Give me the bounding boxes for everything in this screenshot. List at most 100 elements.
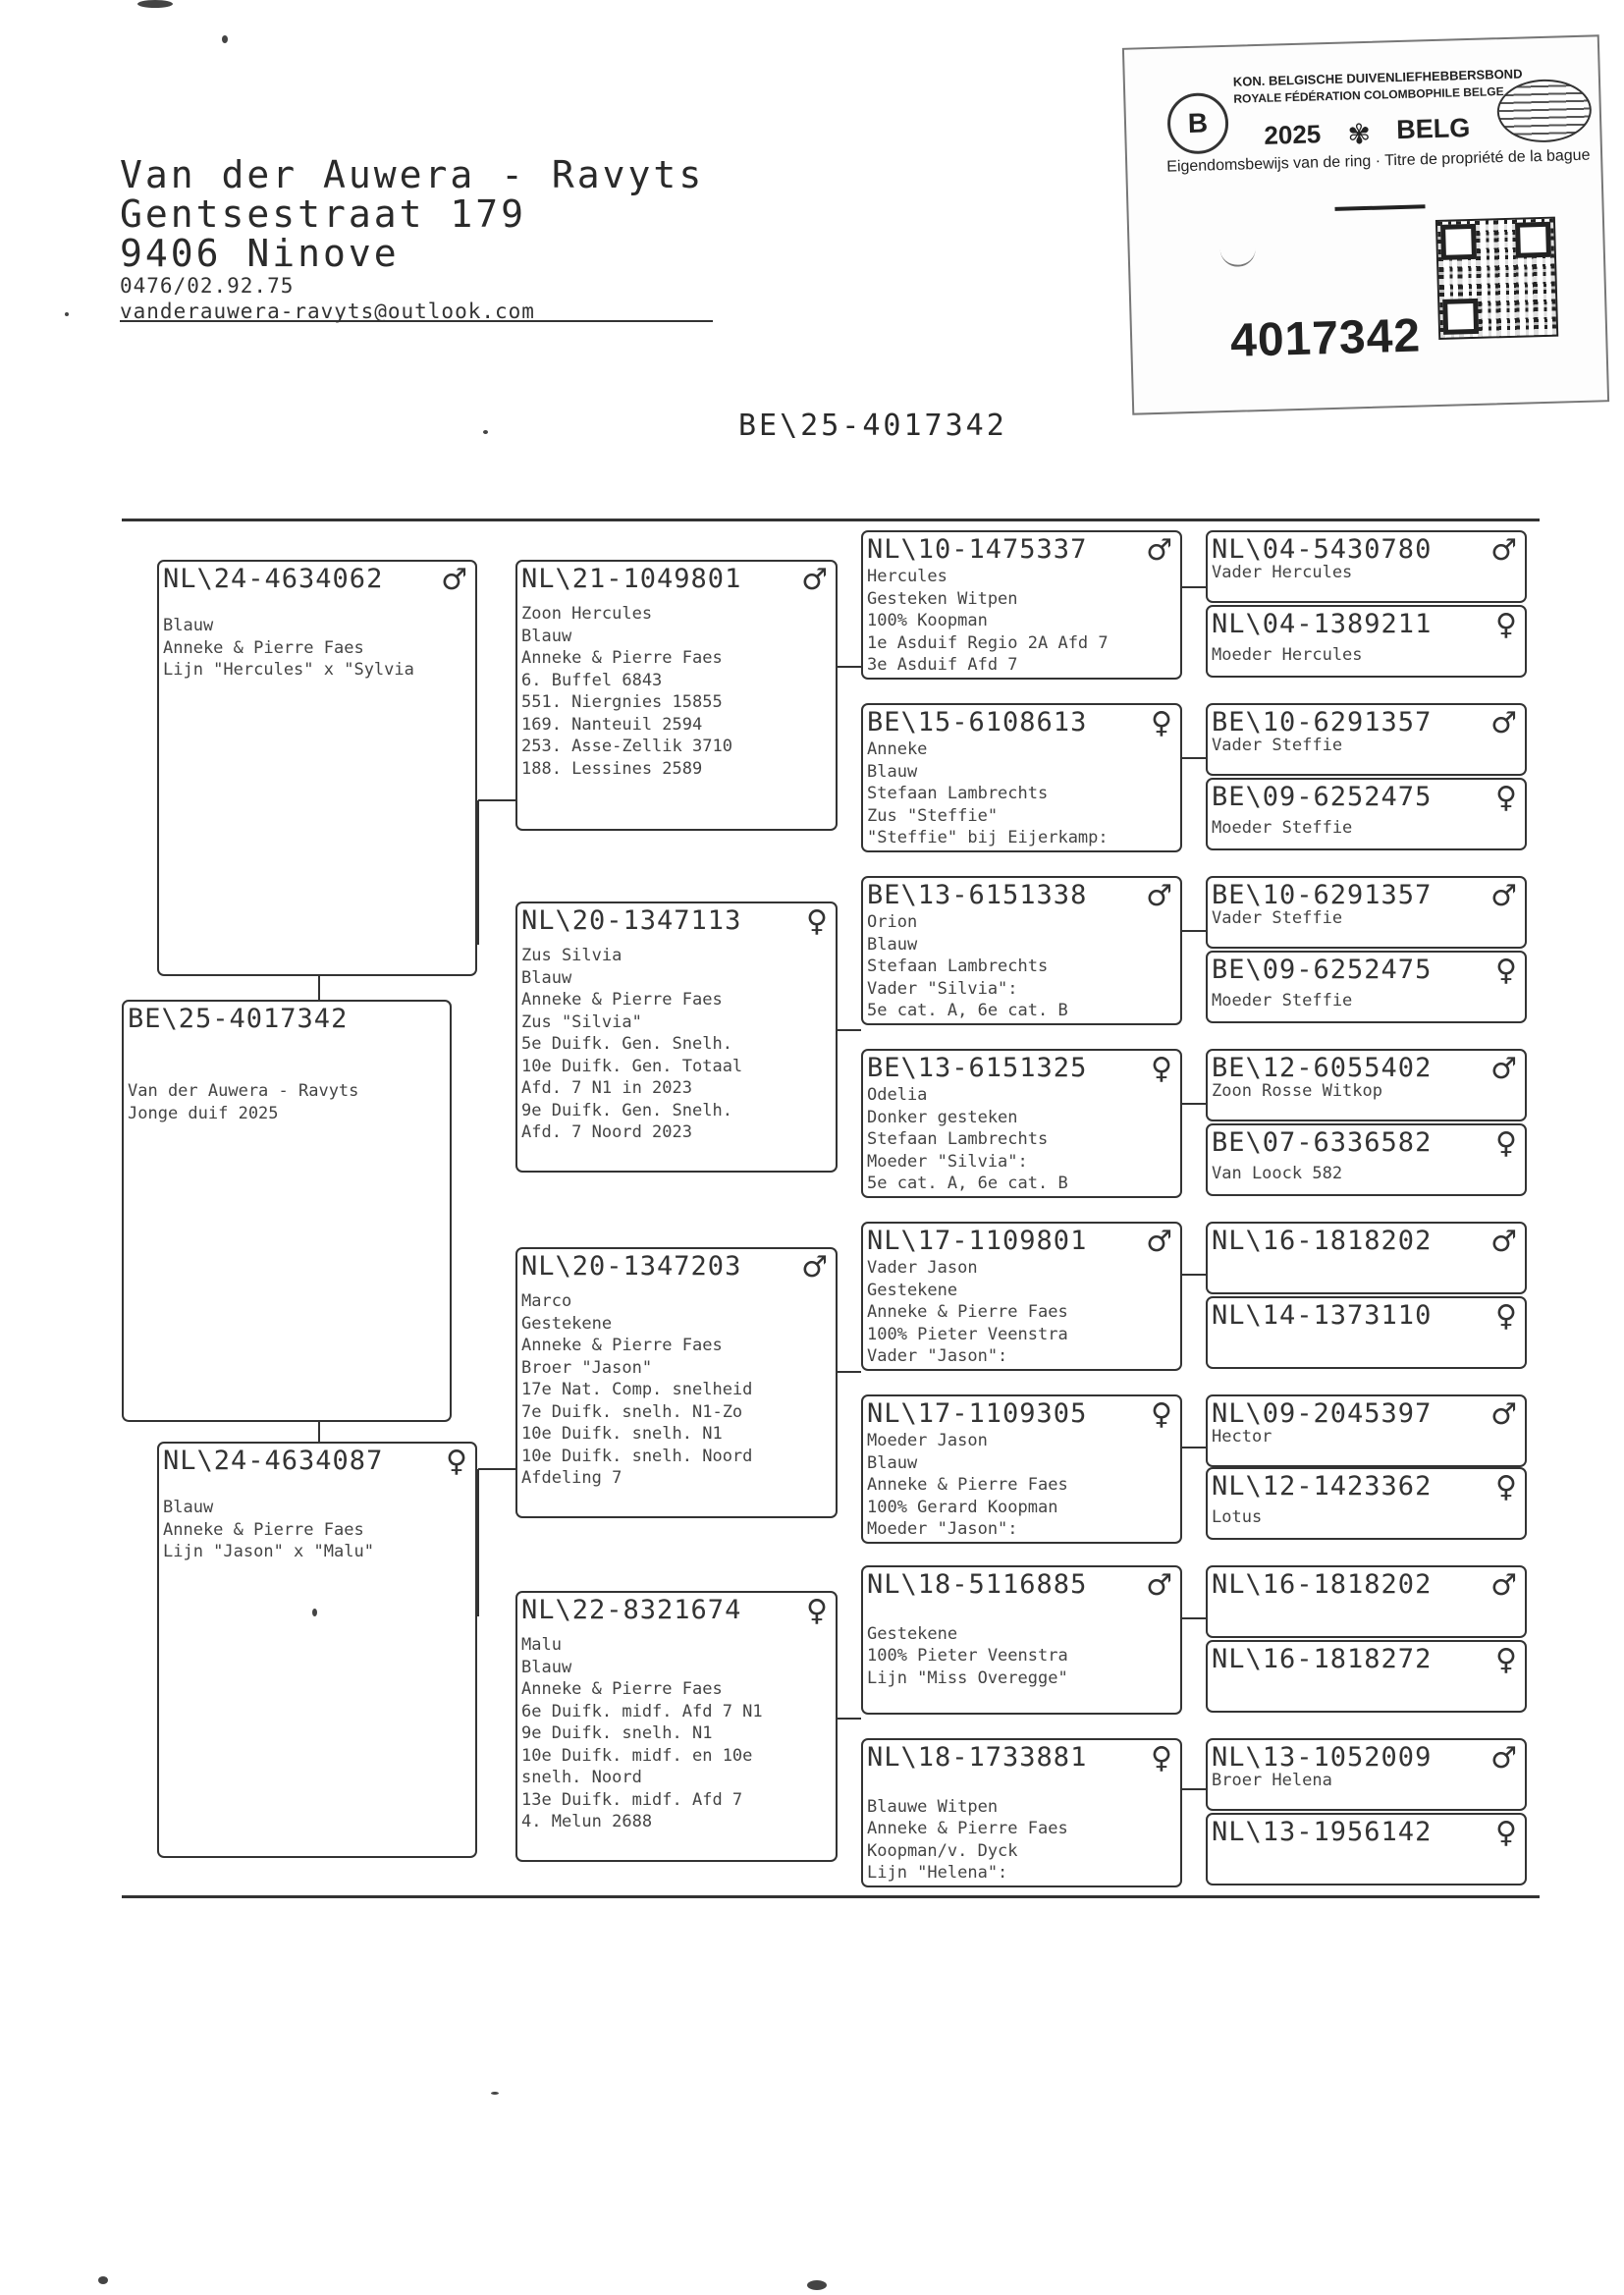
pedigree-gen2-box: NL\21-1049801 ♂ Zoon Hercules Blauw Anne… — [515, 560, 838, 831]
ring-number: NL\22-8321674 — [521, 1595, 742, 1625]
female-icon: ♀ — [1495, 1470, 1517, 1504]
female-icon: ♀ — [1495, 1299, 1517, 1334]
pedigree-gen4-box: NL\14-1373110 ♀ — [1206, 1296, 1527, 1369]
female-icon: ♀ — [1151, 706, 1172, 740]
pedigree-subject: BE\25-4017342 Van der Auwera - Ravyts Jo… — [122, 1000, 452, 1422]
bird-description: Moeder Steffie — [1212, 991, 1353, 1011]
bird-description: Hercules Gesteken Witpen 100% Koopman 1e… — [867, 567, 1109, 675]
male-icon: ♂ — [1146, 533, 1172, 568]
pedigree-gen3-box: BE\15-6108613 ♀ Anneke Blauw Stefaan Lam… — [861, 703, 1182, 852]
female-icon: ♀ — [806, 904, 828, 939]
female-icon: ♀ — [806, 1594, 828, 1628]
ring-number: NL\12-1423362 — [1212, 1471, 1433, 1502]
scan-speck — [491, 2092, 499, 2095]
pedigree-gen2-box: NL\20-1347203 ♂ Marco Gestekene Anneke &… — [515, 1247, 838, 1518]
ring-number: NL\21-1049801 — [521, 564, 742, 594]
ring-number: NL\17-1109305 — [867, 1398, 1088, 1429]
male-icon: ♂ — [1490, 1397, 1517, 1432]
ring-number: NL\13-1052009 — [1212, 1742, 1433, 1773]
pedigree-gen2-box: NL\20-1347113 ♀ Zus Silvia Blauw Anneke … — [515, 902, 838, 1173]
ring-number: BE\10-6291357 — [1212, 707, 1433, 738]
male-icon: ♂ — [1490, 706, 1517, 740]
ring-number: NL\18-5116885 — [867, 1569, 1088, 1600]
pedigree-gen4-box: NL\13-1052009 ♂ Broer Helena — [1206, 1738, 1527, 1811]
bird-description: Moeder Hercules — [1212, 645, 1363, 665]
ring-number: NL\24-4634062 — [163, 564, 384, 594]
pedigree-gen4-box: BE\10-6291357 ♂ Vader Steffie — [1206, 876, 1527, 949]
owner-email: vanderauwera-ravyts@outlook.com — [120, 300, 535, 323]
bird-description: Hector — [1212, 1427, 1272, 1447]
pedigree-gen4-box: NL\16-1818202 ♂ — [1206, 1565, 1527, 1638]
female-icon: ♀ — [1151, 1397, 1172, 1432]
male-icon: ♂ — [801, 563, 828, 597]
female-icon: ♀ — [1151, 1052, 1172, 1086]
pedigree-gen3-box: NL\10-1475337 ♂ Hercules Gesteken Witpen… — [861, 530, 1182, 680]
pedigree-gen4-box: NL\04-5430780 ♂ Vader Hercules — [1206, 530, 1527, 603]
pedigree-gen4-box: NL\09-2045397 ♂ Hector — [1206, 1394, 1527, 1467]
owner-phone: 0476/02.92.75 — [120, 274, 295, 298]
male-icon: ♂ — [1146, 1568, 1172, 1603]
ring-number: NL\18-1733881 — [867, 1742, 1088, 1773]
female-icon: ♀ — [1495, 1126, 1517, 1161]
pedigree-gen3-box: NL\18-5116885 ♂ Gestekene 100% Pieter Ve… — [861, 1565, 1182, 1715]
male-icon: ♂ — [801, 1250, 828, 1284]
pedigree-gen3-box: NL\17-1109801 ♂ Vader Jason Gestekene An… — [861, 1222, 1182, 1371]
scan-speck — [483, 430, 488, 434]
ring-number: BE\12-6055402 — [1212, 1053, 1433, 1083]
female-icon: ♀ — [1151, 1741, 1172, 1776]
scan-speck — [807, 2280, 827, 2290]
bird-description: Orion Blauw Stefaan Lambrechts Vader "Si… — [867, 912, 1068, 1020]
scan-speck — [65, 312, 69, 316]
ring-number: NL\16-1818202 — [1212, 1226, 1433, 1256]
pedigree-gen3-box: BE\13-6151325 ♀ Odelia Donker gesteken S… — [861, 1049, 1182, 1198]
scan-speck — [98, 2276, 108, 2284]
pedigree-gen4-box: BE\09-6252475 ♀ Moeder Steffie — [1206, 778, 1527, 850]
bird-description: Zoon Hercules Blauw Anneke & Pierre Faes… — [521, 604, 732, 779]
bird-description: Blauwe Witpen Anneke & Pierre Faes Koopm… — [867, 1796, 1068, 1884]
ring-number: NL\13-1956142 — [1212, 1817, 1433, 1847]
ring-number: NL\10-1475337 — [867, 534, 1088, 565]
bird-description: Broer Helena — [1212, 1771, 1332, 1790]
male-icon: ♂ — [1146, 1225, 1172, 1259]
pedigree-gen4-box: BE\12-6055402 ♂ Zoon Rosse Witkop — [1206, 1049, 1527, 1121]
pedigree-gen4-box: NL\16-1818272 ♀ — [1206, 1640, 1527, 1713]
bird-description: Marco Gestekene Anneke & Pierre Faes Bro… — [521, 1291, 753, 1488]
pedigree-ring-header: BE\25-4017342 — [738, 409, 1007, 443]
ring-number: NL\14-1373110 — [1212, 1300, 1433, 1331]
bird-description: Anneke Blauw Stefaan Lambrechts Zus "Ste… — [867, 739, 1109, 847]
pedigree-dam: NL\24-4634087 ♀ Blauw Anneke & Pierre Fa… — [157, 1442, 477, 1858]
ring-number: NL\16-1818272 — [1212, 1644, 1433, 1674]
pedigree-gen4-box: NL\13-1956142 ♀ — [1206, 1813, 1527, 1885]
ring-number: BE\13-6151338 — [867, 880, 1088, 910]
pedigree-top-rule — [122, 519, 1540, 521]
male-icon: ♂ — [1146, 879, 1172, 913]
female-icon: ♀ — [1495, 954, 1517, 988]
ring-number: BE\25-4017342 — [128, 1004, 349, 1034]
female-icon: ♀ — [446, 1445, 467, 1479]
bird-description: Van Loock 582 — [1212, 1164, 1343, 1183]
bird-description: Moeder Jason Blauw Anneke & Pierre Faes … — [867, 1431, 1068, 1539]
pedigree-bottom-rule — [122, 1895, 1540, 1898]
ring-number: BE\07-6336582 — [1212, 1127, 1433, 1158]
pedigree-gen4-box: BE\09-6252475 ♀ Moeder Steffie — [1206, 951, 1527, 1023]
female-icon: ♀ — [1495, 1816, 1517, 1850]
bird-description: Blauw Anneke & Pierre Faes Lijn "Hercule… — [163, 616, 414, 680]
scan-speck — [222, 35, 228, 43]
owner-underline — [120, 320, 713, 322]
pedigree-gen4-box: NL\16-1818202 ♂ — [1206, 1222, 1527, 1294]
bird-description: Zus Silvia Blauw Anneke & Pierre Faes Zu… — [521, 946, 743, 1142]
ring-number: BE\15-6108613 — [867, 707, 1088, 738]
scan-speck — [137, 0, 173, 8]
bird-description: Lotus — [1212, 1507, 1263, 1527]
male-icon: ♂ — [1490, 1225, 1517, 1259]
pedigree-gen4-box: NL\04-1389211 ♀ Moeder Hercules — [1206, 605, 1527, 678]
bird-description: Blauw Anneke & Pierre Faes Lijn "Jason" … — [163, 1498, 374, 1561]
scan-speck — [312, 1609, 317, 1616]
owner-block: Van der Auwera - Ravyts Gentsestraat 179… — [120, 155, 704, 324]
ring-number: NL\20-1347113 — [521, 905, 742, 936]
bird-description: Gestekene 100% Pieter Veenstra Lijn "Mis… — [867, 1623, 1068, 1688]
male-icon: ♂ — [1490, 1568, 1517, 1603]
male-icon: ♂ — [441, 563, 467, 597]
female-icon: ♀ — [1495, 1643, 1517, 1677]
